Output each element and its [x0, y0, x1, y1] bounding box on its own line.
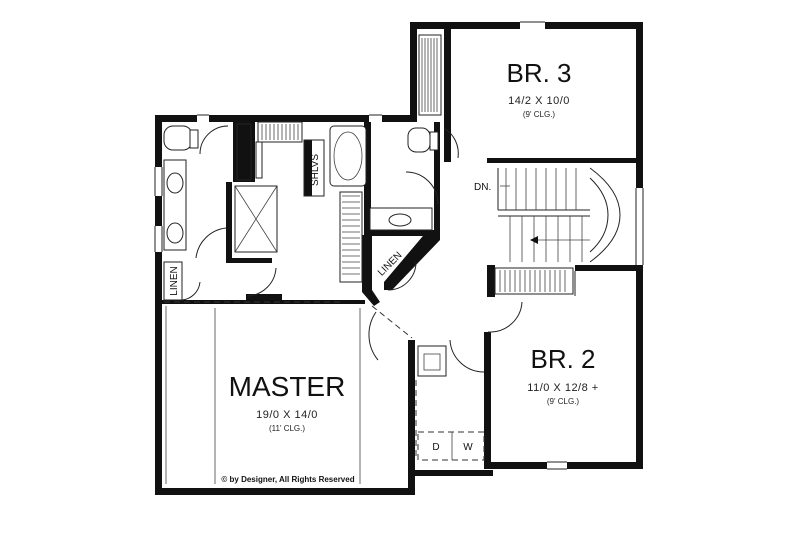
master-dims: 19/0 X 14/0 [256, 409, 318, 421]
br2-closet [494, 267, 576, 296]
staircase [497, 167, 621, 263]
doors [164, 171, 523, 373]
master-bath [163, 123, 278, 297]
copyright-notice: © by Designer, All Rights Reserved [221, 475, 354, 484]
br2-ceiling: (9' CLG.) [547, 397, 580, 406]
master-room [165, 306, 361, 484]
master-name: MASTER [229, 371, 346, 402]
stair-down-label: DN. [474, 182, 491, 193]
br2-dims: 11/0 X 12/8 + [527, 382, 598, 394]
laundry [415, 345, 485, 461]
washer-label: W [463, 442, 473, 453]
walk-in-closet [255, 121, 363, 283]
linen-left [163, 261, 183, 301]
windows [154, 21, 644, 470]
br2-name: BR. 2 [530, 344, 595, 374]
master-ceiling: (11' CLG.) [269, 424, 305, 433]
br3-closet [418, 34, 442, 116]
hall-bath [329, 125, 459, 231]
br3-name: BR. 3 [506, 58, 571, 88]
br3-ceiling: (9' CLG.) [523, 110, 556, 119]
linen-left-label: LINEN [169, 266, 180, 295]
shelves-label: SHLVS [310, 154, 321, 186]
dryer-label: D [432, 442, 439, 453]
br3-dims: 14/2 X 10/0 [508, 95, 570, 107]
